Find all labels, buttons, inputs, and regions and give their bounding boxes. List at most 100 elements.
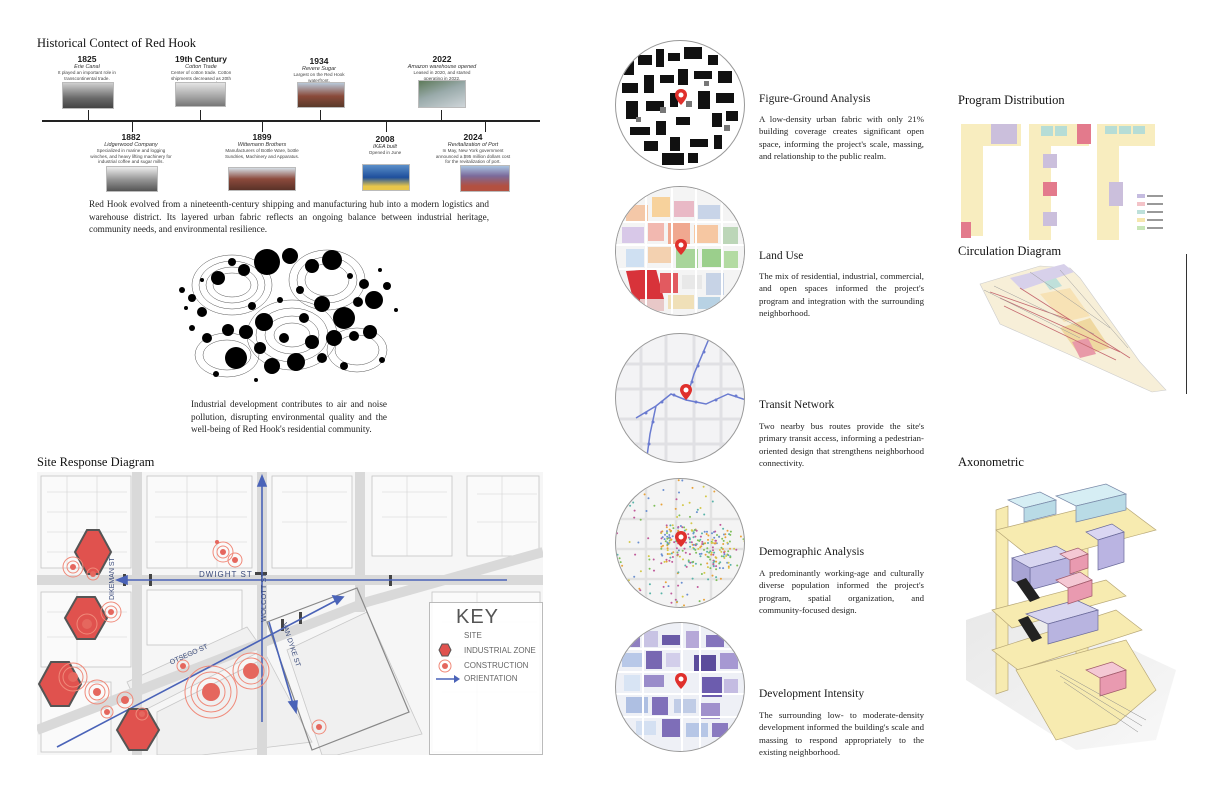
population-dot: [715, 603, 718, 606]
population-dot: [721, 537, 724, 540]
population-dot: [685, 565, 688, 568]
timeline-tick: [441, 110, 442, 120]
photo-wittemann: [228, 167, 296, 191]
event-description: Manufacturers of Bottle Ware, bottle Sun…: [224, 148, 300, 159]
population-dot: [719, 523, 722, 526]
population-dot: [743, 562, 744, 565]
population-dot: [699, 538, 702, 541]
population-dot: [674, 507, 677, 510]
population-dot: [665, 558, 668, 561]
analysis-title-demographic: Demographic Analysis: [759, 546, 865, 558]
figure-ground-svg: [622, 47, 738, 165]
population-dot: [671, 524, 674, 527]
population-dot: [734, 493, 736, 496]
population-dot: [668, 559, 671, 562]
analysis-text-figure-ground: A low-density urban fabric with only 21%…: [759, 114, 924, 162]
population-dot: [692, 536, 695, 539]
population-dot: [698, 600, 701, 603]
population-dot: [723, 557, 726, 559]
population-dot: [706, 547, 709, 550]
population-dot: [692, 543, 695, 546]
key-item-site: SITE: [464, 631, 482, 640]
population-dot: [696, 586, 699, 588]
population-dot: [711, 574, 714, 577]
population-dot: [715, 565, 718, 568]
population-dot: [673, 541, 676, 544]
population-dot: [683, 604, 685, 607]
development-svg: [616, 623, 744, 751]
population-dot: [724, 533, 727, 536]
population-dot: [653, 569, 655, 572]
map-key: KEY SITE INDUSTRIAL ZONE CONSTRUCTION OR…: [429, 602, 543, 755]
development-intensity-map: [615, 622, 745, 752]
population-dot: [689, 541, 691, 544]
population-dot: [743, 540, 744, 542]
population-dot: [688, 553, 691, 556]
population-dot: [628, 541, 631, 543]
event-description: In May, New York government announced a …: [435, 148, 511, 165]
key-item-industrial: INDUSTRIAL ZONE: [464, 646, 536, 655]
population-dot: [718, 535, 721, 538]
population-dot: [727, 565, 730, 568]
event-description: Specialized in marine and logging winche…: [90, 148, 172, 165]
population-dot: [619, 561, 622, 564]
population-dot: [690, 522, 693, 525]
population-dot: [681, 504, 684, 507]
population-dot: [703, 598, 705, 601]
population-dot: [742, 538, 744, 541]
population-dot: [707, 534, 710, 537]
population-dot: [708, 551, 711, 554]
timeline-tick: [262, 122, 263, 132]
population-dot: [707, 542, 709, 544]
population-dot: [666, 549, 669, 552]
site-marker-icon: [680, 384, 692, 400]
analysis-text-transit: Two nearby bus routes provide the site's…: [759, 421, 924, 469]
population-dot: [675, 547, 678, 550]
population-dot: [695, 543, 698, 546]
site-marker-icon: [675, 673, 687, 689]
population-dot: [685, 541, 687, 544]
population-dot: [628, 480, 631, 483]
population-dot: [698, 553, 701, 555]
population-dot: [692, 564, 695, 567]
population-dot: [710, 551, 713, 554]
population-dot: [740, 508, 743, 511]
population-dot: [709, 567, 712, 570]
circulation-title: Circulation Diagram: [958, 244, 1062, 258]
event-description: Leased in 2020, and started operating in…: [413, 70, 471, 81]
population-dot: [693, 529, 696, 531]
population-dot: [624, 479, 627, 481]
population-dot: [675, 498, 678, 501]
event-description: It played an important role in transcont…: [58, 70, 116, 81]
population-dot: [664, 581, 667, 584]
timeline-event: 2022 Amazon warehouse opened Leased in 2…: [404, 54, 480, 81]
timeline-event: 1934 Revere Sugar Largest on the Red Hoo…: [282, 56, 356, 83]
population-dot: [701, 540, 704, 543]
population-dot: [647, 555, 650, 558]
population-dot: [648, 567, 651, 570]
population-dot: [684, 564, 687, 567]
population-dot: [648, 583, 651, 586]
population-dot: [713, 490, 716, 493]
population-dot: [639, 518, 642, 521]
analysis-text-development: The surrounding low- to moderate-density…: [759, 710, 924, 758]
population-dot: [722, 539, 725, 542]
event-subtitle: Lidgerwood Company: [104, 142, 158, 148]
population-dot: [736, 482, 739, 485]
population-dot: [736, 588, 739, 591]
demographic-svg: [616, 479, 744, 607]
population-dot: [699, 507, 702, 509]
population-dot: [665, 524, 668, 527]
population-dot: [701, 532, 703, 535]
population-dot: [703, 548, 705, 551]
population-dot: [727, 550, 730, 553]
program-distribution-diagram: [961, 124, 1163, 240]
analysis-text-land-use: The mix of residential, industrial, comm…: [759, 271, 924, 319]
population-dot: [720, 555, 723, 558]
population-dot: [685, 528, 688, 531]
population-dot: [690, 529, 693, 532]
event-description: Largest on the Red Hook waterfront.: [293, 72, 345, 83]
population-dot: [729, 547, 731, 550]
axonometric-diagram: [966, 483, 1176, 750]
timeline-tick: [200, 110, 201, 120]
